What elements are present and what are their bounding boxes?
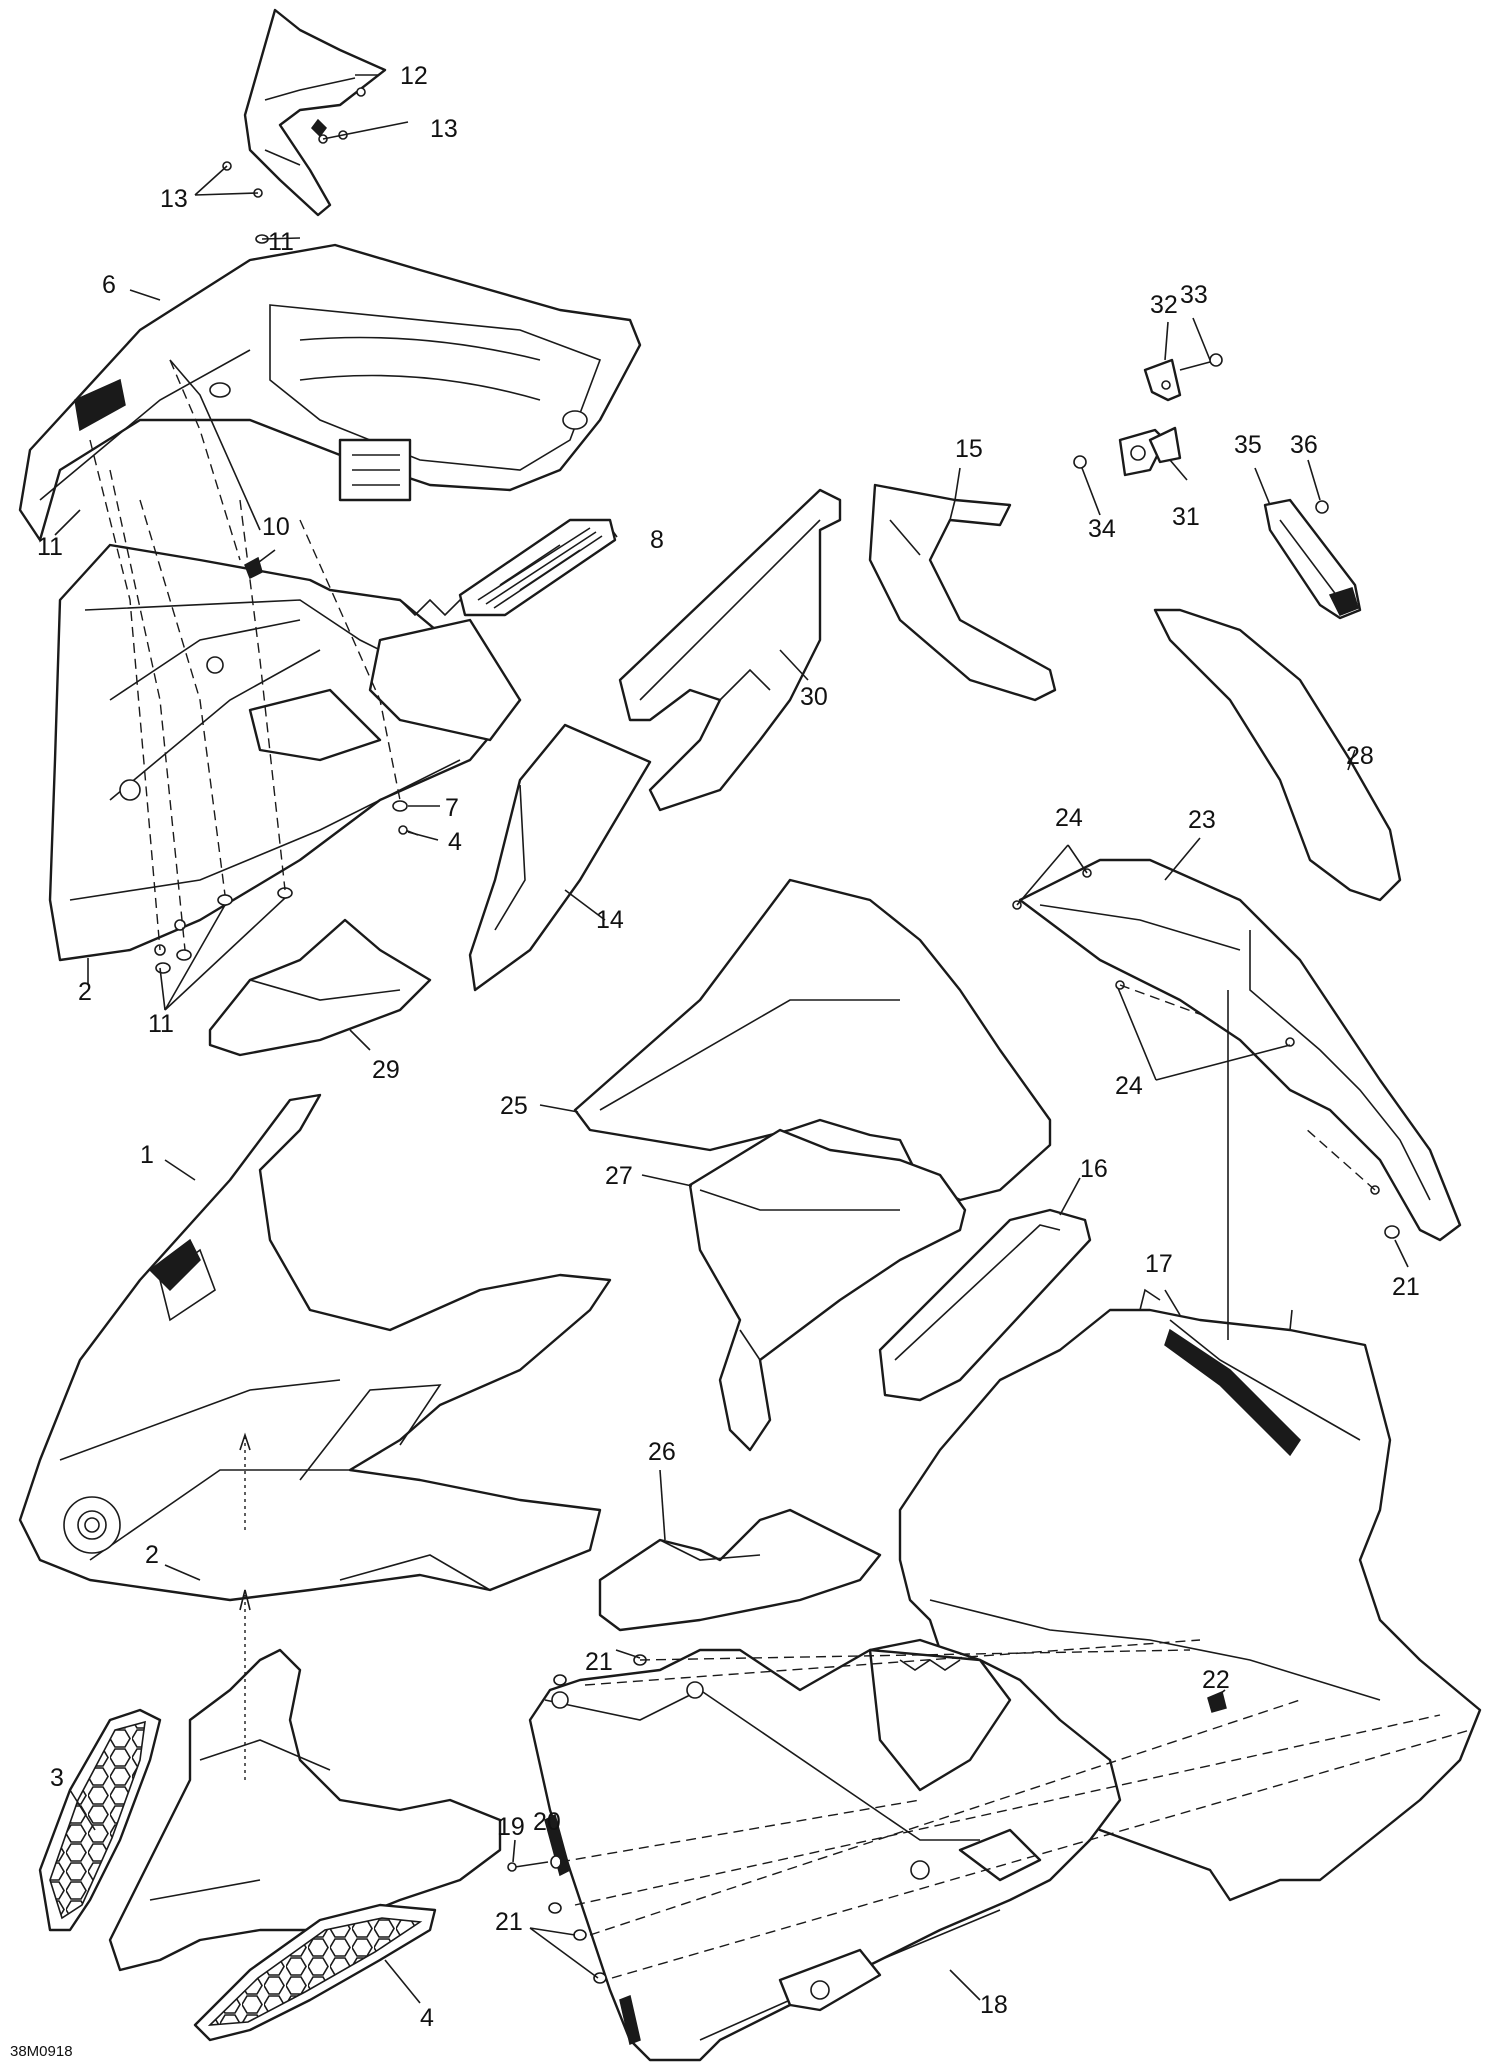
callout-29: 28 [1346, 742, 1374, 770]
diagram-code: 38M0918 [10, 2043, 73, 2060]
callout-37: 36 [1290, 431, 1318, 459]
callout-35: 34 [1088, 515, 1116, 543]
callout-18: 17 [1145, 1250, 1173, 1278]
callout-30: 29 [372, 1056, 400, 1084]
part-6-upper-panel [18, 243, 642, 542]
part-32-latch [1118, 426, 1182, 477]
part-20-screw [507, 1861, 549, 1872]
part-30-pad [208, 918, 432, 1057]
part-2-center-panel [108, 1648, 502, 1972]
callout-labels: 12 13 13 11 6 11 10 8 7 4 2 11 29 14 30 … [10, 62, 1420, 2060]
part-13-windshield [243, 8, 387, 217]
callout-20: 19 [497, 1813, 525, 1841]
part-28-inner-panel [688, 1128, 967, 1452]
part-4-grille [193, 1903, 437, 2042]
part-23-clip [1207, 1690, 1227, 1713]
part-3-grille [38, 1708, 162, 1932]
part-21-washer [550, 1855, 562, 1869]
callout-9: 4 [448, 828, 462, 856]
callout-12: 10 [262, 513, 290, 541]
callout-10: 7 [445, 794, 459, 822]
callout-22-bottom: 21 [495, 1908, 523, 1936]
callout-22-top: 21 [585, 1648, 613, 1676]
callout-19: 18 [980, 1991, 1008, 2019]
callout-13: 12 [400, 62, 428, 90]
part-33-bracket [1143, 358, 1182, 402]
callout-36: 35 [1234, 431, 1262, 459]
callout-11-left: 11 [37, 533, 63, 561]
callout-26: 25 [500, 1092, 528, 1120]
callout-11-top: 11 [268, 228, 294, 256]
callout-31: 30 [800, 683, 828, 711]
part-16-side-deflector [868, 483, 1057, 702]
part-1-hood [18, 1093, 612, 1602]
part-34-screw [1179, 353, 1223, 371]
callout-1: 1 [140, 1141, 154, 1169]
callout-33: 32 [1150, 291, 1178, 319]
part-37-screw [1315, 500, 1329, 514]
callout-7: 2 [78, 978, 92, 1006]
callout-22-right: 21 [1392, 1273, 1420, 1301]
part-24-trim-strip [1018, 858, 1462, 1242]
part-27-pad [598, 1508, 882, 1632]
callout-27: 26 [648, 1438, 676, 1466]
callout-4-number: 4 [420, 2004, 434, 2032]
callout-32: 31 [1172, 503, 1200, 531]
part-11-grommets [155, 234, 293, 974]
callout-3-number: 3 [50, 1764, 64, 1792]
assembly-lines [89, 359, 1471, 1979]
callout-14-left: 13 [160, 185, 188, 213]
part-10-washer [392, 800, 408, 812]
callout-11-bottom: 11 [148, 1010, 174, 1038]
part-7-lower-fascia [48, 543, 522, 962]
part-31-side-cover [618, 488, 842, 812]
part-8-vent-grille [458, 518, 617, 617]
part-15-side-panel [468, 723, 652, 992]
callout-24: 23 [1188, 806, 1216, 834]
part-35-nut [1073, 455, 1087, 469]
part-29-side-panel-right [1153, 608, 1402, 902]
part-22-nuts [548, 1225, 1400, 1984]
callout-34: 33 [1180, 281, 1208, 309]
callout-28: 27 [605, 1162, 633, 1190]
callout-8: 8 [650, 526, 664, 554]
part-17-strip [878, 1208, 1092, 1402]
callout-16: 15 [955, 435, 983, 463]
callout-25-right: 24 [1115, 1072, 1143, 1100]
callout-6: 6 [102, 271, 116, 299]
part-36-handle [1263, 498, 1362, 620]
callout-14-top: 13 [430, 115, 458, 143]
callout-25-top: 24 [1055, 804, 1083, 832]
part-19-lower-fascia [528, 1638, 1122, 2062]
callout-15: 14 [596, 906, 624, 934]
callout-leaders [54, 74, 1409, 2004]
part-26-large-panel [573, 878, 1052, 1202]
callout-21: 20 [533, 1808, 561, 1836]
callout-23: 22 [1202, 1666, 1230, 1694]
callout-17: 16 [1080, 1155, 1108, 1183]
callout-2-number: 2 [145, 1541, 159, 1569]
